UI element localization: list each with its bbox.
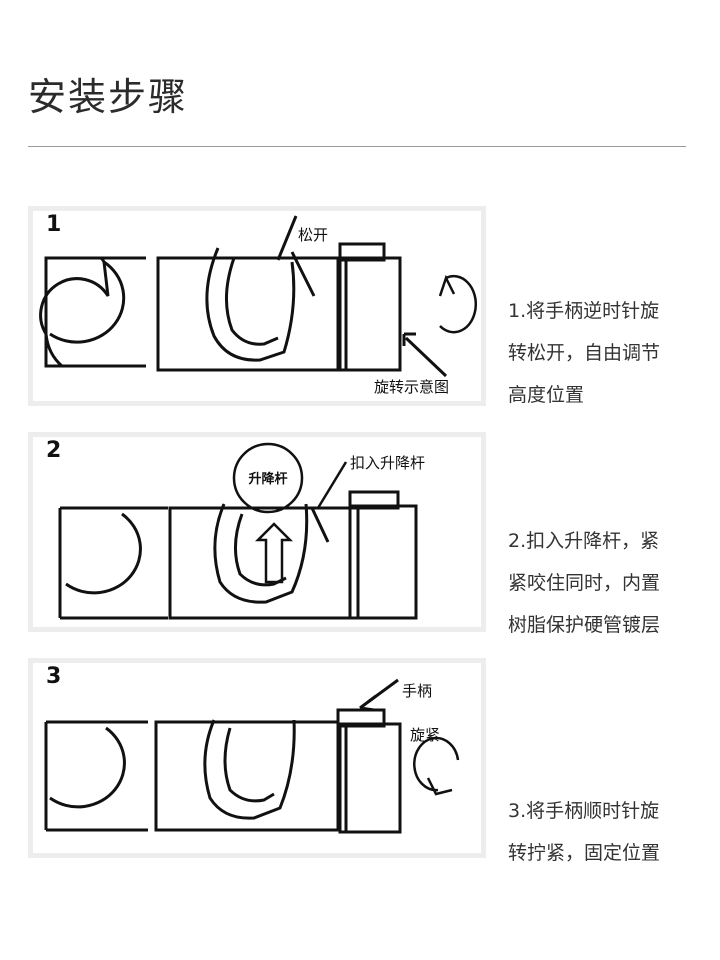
step-2-description: 2.扣入升降杆，紧 紧咬住同时，内置 树脂保护硬管镀层 [508, 520, 698, 646]
up-arrow-icon [254, 522, 294, 584]
clamp-left-outline [58, 506, 168, 620]
label-insert-rod: 扣入升降杆 [350, 454, 425, 472]
clamp-main-body [154, 720, 340, 832]
title-divider [28, 146, 686, 147]
label-handle: 手柄 [402, 682, 432, 700]
rotate-knob [348, 490, 400, 510]
desc-line: 2.扣入升降杆，紧 [508, 530, 660, 552]
rotate-knob [336, 708, 386, 728]
step-2-number: 2 [46, 438, 62, 463]
desc-line: 树脂保护硬管镀层 [508, 614, 661, 636]
clamp-body-left [39, 256, 110, 368]
bubble-label: 升降杆 [248, 471, 287, 487]
clamp-left-outline [44, 720, 148, 832]
step-1-description: 1.将手柄逆时针旋 转松开，自由调节 高度位置 [508, 290, 698, 416]
cw-rotate-icon [413, 736, 460, 792]
step-3-panel: 3 手柄 旋紧 [28, 658, 486, 858]
ccw-rotate-icon [439, 274, 477, 334]
rod-bubble [232, 442, 304, 514]
clamp-main-body [156, 256, 340, 372]
insert-pointer [316, 461, 348, 509]
rotate-knob [338, 242, 386, 262]
desc-line: 高度位置 [508, 384, 585, 406]
step-2-panel: 2 升降杆 扣入升降杆 [28, 432, 486, 632]
step-3-number: 3 [46, 664, 62, 689]
u-clip [213, 503, 309, 604]
loosen-pointer [276, 215, 298, 261]
desc-line: 3.将手柄顺时针旋 [508, 800, 660, 822]
page-title: 安装步骤 [28, 75, 189, 119]
desc-line: 转松开，自由调节 [508, 342, 661, 364]
desc-line: 1.将手柄逆时针旋 [508, 300, 660, 322]
desc-line: 转拧紧，固定位置 [508, 842, 661, 864]
label-tighten: 旋紧 [410, 726, 440, 744]
label-loosen: 松开 [298, 226, 328, 244]
step-3-description: 3.将手柄顺时针旋 转拧紧，固定位置 [508, 790, 698, 874]
u-clip [203, 719, 296, 820]
step-2-diagram: 升降杆 扣入升降杆 [58, 442, 425, 620]
label-rotation-diagram: 旋转示意图 [374, 378, 449, 396]
step-3-diagram: 手柄 旋紧 [44, 678, 460, 834]
clamp-left-outline [46, 256, 146, 368]
u-clip [205, 247, 296, 362]
desc-line: 紧咬住同时，内置 [508, 572, 661, 594]
step-1-panel: 1 松开 旋转示意图 [28, 206, 486, 406]
step-1-diagram: 松开 旋转示意图 [39, 215, 477, 396]
step-1-number: 1 [46, 212, 62, 237]
rotation-pointer [404, 336, 448, 378]
